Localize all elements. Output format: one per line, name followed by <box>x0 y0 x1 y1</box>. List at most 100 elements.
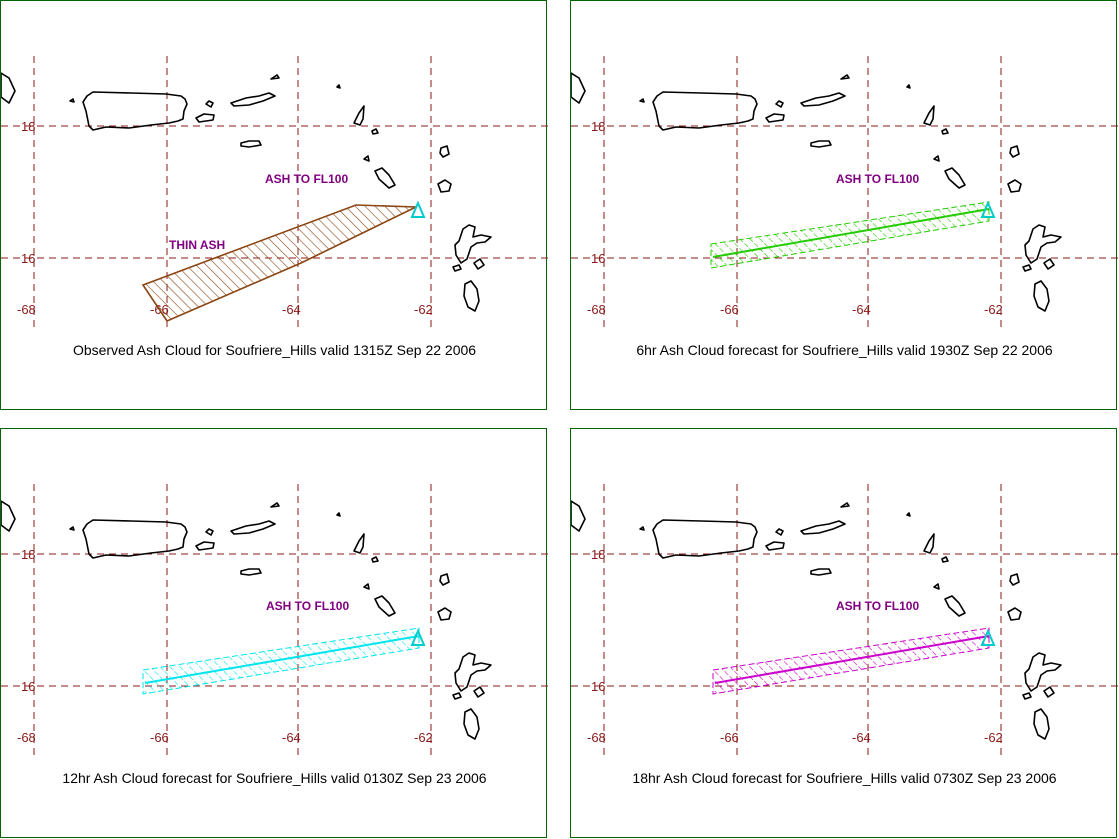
coastline <box>944 167 966 189</box>
ash-to-label: ASH TO FL100 <box>266 599 349 613</box>
coastline <box>454 652 492 692</box>
coastline <box>571 72 586 104</box>
ash-cloud-trajectory <box>714 635 990 684</box>
coastline <box>437 179 452 193</box>
lat-tick-label: 18 <box>21 119 35 134</box>
coastline <box>270 502 280 508</box>
lat-tick-label: 16 <box>591 251 605 266</box>
lon-tick-label: -68 <box>587 302 606 317</box>
coastline <box>452 692 462 700</box>
ash-cloud-band <box>712 627 990 695</box>
coastline <box>473 686 485 698</box>
triangle-icon <box>980 200 996 218</box>
lon-tick-label: -64 <box>852 302 871 317</box>
ash-cloud-trajectory <box>144 635 420 684</box>
coastline <box>374 595 396 617</box>
coastline <box>371 556 379 563</box>
coastline <box>810 140 832 148</box>
lat-tick-label: 18 <box>21 547 35 562</box>
ash-cloud-trajectory <box>712 208 990 258</box>
coastline <box>1033 280 1050 312</box>
coastline <box>800 92 846 107</box>
lon-tick-label: -66 <box>720 730 739 745</box>
coastline <box>195 113 215 123</box>
panel-caption: 12hr Ash Cloud forecast for Soufriere_Hi… <box>62 770 487 786</box>
coastline <box>82 91 188 131</box>
coastline <box>69 526 75 531</box>
coastline <box>923 533 935 554</box>
triangle-icon <box>410 628 426 646</box>
coastline <box>363 155 370 162</box>
coastline <box>1024 652 1062 692</box>
coastline <box>195 541 215 551</box>
lon-tick-label: -62 <box>984 302 1003 317</box>
coastline <box>270 74 280 80</box>
coastline <box>1009 573 1020 586</box>
coastline <box>944 595 966 617</box>
ash-to-label: ASH TO FL100 <box>836 172 919 186</box>
coastline <box>1 72 16 104</box>
lat-tick-label: 18 <box>591 547 605 562</box>
lon-tick-label: -68 <box>17 730 36 745</box>
ash-cloud-band <box>142 627 420 695</box>
coastline <box>923 105 935 126</box>
coastline <box>240 140 262 148</box>
coastline <box>906 512 911 517</box>
panel-caption: 18hr Ash Cloud forecast for Soufriere_Hi… <box>632 770 1057 786</box>
lon-tick-label: -64 <box>282 302 301 317</box>
coastline <box>1024 224 1062 264</box>
coastline <box>374 167 396 189</box>
panel-caption: 6hr Ash Cloud forecast for Soufriere_Hil… <box>636 342 1053 358</box>
coastline <box>205 100 214 108</box>
triangle-icon <box>410 200 426 218</box>
coastline <box>1043 686 1055 698</box>
coastline <box>652 519 758 559</box>
coastline <box>439 573 450 586</box>
lat-tick-label: 18 <box>591 119 605 134</box>
lon-tick-label: -64 <box>852 730 871 745</box>
coastline <box>1007 607 1022 621</box>
coastline <box>473 258 485 270</box>
coastline <box>941 556 949 563</box>
coastline <box>371 128 379 135</box>
coastline <box>639 526 645 531</box>
coastline <box>571 500 586 532</box>
coastline <box>353 533 365 554</box>
lon-tick-label: -62 <box>414 302 433 317</box>
coastline <box>1007 179 1022 193</box>
coastline <box>800 520 846 535</box>
ash-to-label: ASH TO FL100 <box>265 172 348 186</box>
coastline <box>1022 264 1032 272</box>
lon-tick-label: -68 <box>587 730 606 745</box>
coastline <box>840 74 850 80</box>
coastline <box>437 607 452 621</box>
coastline <box>230 520 276 535</box>
panel-caption: Observed Ash Cloud for Soufriere_Hills v… <box>72 342 477 358</box>
coastline <box>205 528 214 536</box>
coastline <box>933 155 940 162</box>
coastline <box>810 568 832 576</box>
coastline <box>840 502 850 508</box>
coastline <box>336 84 341 89</box>
coastline <box>775 528 784 536</box>
lon-tick-label: -62 <box>984 730 1003 745</box>
lon-tick-label: -68 <box>17 302 36 317</box>
thin-ash-label: THIN ASH <box>169 238 225 252</box>
coastline <box>82 519 188 559</box>
coastline <box>765 541 785 551</box>
lon-tick-label: -64 <box>282 730 301 745</box>
coastline <box>1 500 16 532</box>
lat-tick-label: 16 <box>21 679 35 694</box>
coastline <box>463 280 480 312</box>
ash-to-label: ASH TO FL100 <box>836 599 919 613</box>
coastline <box>906 84 911 89</box>
coastline <box>439 145 450 158</box>
